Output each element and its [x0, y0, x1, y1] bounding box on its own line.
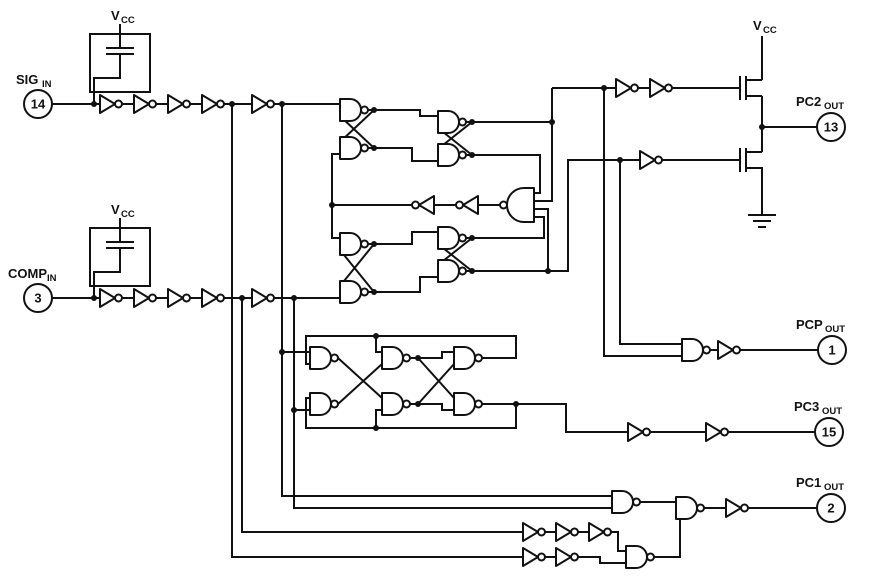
vertical-bus-wires: [231, 104, 612, 558]
vcc-label: V: [753, 18, 762, 33]
nand-gate: [339, 98, 369, 122]
labels: SIG IN COMP IN V CC V CC V CC PC2 OUT PC…: [8, 8, 845, 493]
nand-gate: [453, 392, 483, 416]
pin-circle: [23, 89, 53, 119]
nand-gate: [309, 392, 339, 416]
pin-pcp-out: 1: [817, 335, 847, 365]
pin-pc3-out: 15: [814, 417, 844, 447]
pin-number: 14: [31, 97, 46, 112]
pc1-out-label: PC1: [796, 475, 821, 490]
inverter: [99, 94, 123, 114]
reset-nand-and-inverters: [411, 187, 535, 223]
inverter: [167, 288, 191, 308]
inverter: [201, 288, 225, 308]
pin-circle: [816, 112, 846, 142]
pin-pc1-out: 2: [816, 493, 846, 523]
pin-sig-in: 14: [23, 89, 53, 119]
nand-gate: [339, 136, 369, 160]
nand-gate: [681, 338, 711, 362]
vcc-protection-box-sig: [89, 24, 151, 104]
nand-gate: [611, 490, 641, 514]
inverter: [725, 498, 749, 518]
pc3-out-label: PC3: [794, 399, 819, 414]
pin-circle: [814, 417, 844, 447]
output-driver-gates: [615, 78, 673, 170]
inverter: [705, 422, 729, 442]
inverter: [522, 547, 546, 567]
vcc-label: V: [111, 202, 120, 217]
vcc-label-sub: CC: [121, 209, 135, 220]
nand-gate: [339, 280, 369, 304]
latch-block-wires: [305, 335, 517, 429]
nand-gate-left: [506, 187, 535, 223]
pin-pc2-out: 13: [816, 112, 846, 142]
pc2-out-label-sub: OUT: [824, 101, 844, 112]
inverter: [201, 94, 225, 114]
sig-in-label-sub: IN: [42, 79, 52, 90]
pin-number: 15: [822, 425, 836, 440]
sig-in-label: SIG: [16, 72, 38, 87]
nand-gate: [625, 545, 655, 569]
pc2-out-label: PC2: [796, 94, 821, 109]
vcc-label-sub: CC: [121, 15, 135, 26]
pin-circle: [817, 335, 847, 365]
inverter: [522, 522, 546, 542]
nand-gate: [381, 346, 411, 370]
comp-in-label: COMP: [8, 266, 47, 281]
inverter: [555, 522, 579, 542]
pin-circle: [23, 283, 53, 313]
vcc-label-sub: CC: [763, 25, 777, 36]
pcp-gates: [681, 338, 741, 362]
inverter: [649, 78, 673, 98]
comp-in-label-sub: IN: [47, 273, 57, 284]
inverter: [717, 340, 741, 360]
pc3-out-label-sub: OUT: [822, 406, 842, 417]
inverter: [251, 94, 275, 114]
nand-gate: [339, 232, 369, 256]
flipflop-block-wires: [331, 87, 640, 293]
pin-circle: [816, 493, 846, 523]
invert-bubble: [499, 200, 508, 210]
pin-comp-in: 3: [23, 283, 53, 313]
inverter: [615, 78, 639, 98]
inverter-left: [411, 195, 435, 215]
pcp-out-label: PCP: [796, 317, 823, 332]
nand-gate: [675, 496, 705, 520]
junction-dots: [91, 85, 765, 431]
inverter: [251, 288, 275, 308]
vcc-protection-box-comp: [89, 218, 151, 298]
pc3-output-wires: [516, 403, 815, 433]
driver-and-pcp-tap-wires: [603, 87, 740, 357]
pin-number: 1: [828, 343, 835, 358]
pin-number: 2: [827, 501, 834, 516]
nand-gate: [453, 346, 483, 370]
inverter: [627, 422, 651, 442]
inverter-left: [455, 195, 479, 215]
vcc-label: V: [111, 8, 120, 23]
inverter: [639, 150, 663, 170]
inverter: [99, 288, 123, 308]
pc1-out-label-sub: OUT: [824, 482, 844, 493]
pin-number: 3: [34, 291, 41, 306]
bottom-inverter-rows: [522, 522, 612, 567]
pin-number: 13: [824, 120, 838, 135]
inverter: [588, 522, 612, 542]
inverter: [555, 547, 579, 567]
output-stage-wires: [739, 36, 817, 228]
inverter: [133, 94, 157, 114]
latch-nand-gates: [309, 346, 483, 416]
pcp-out-label-sub: OUT: [825, 324, 845, 335]
inverter: [133, 288, 157, 308]
nand-gate: [381, 392, 411, 416]
bottom-row-wires: [545, 531, 626, 564]
inverter: [167, 94, 191, 114]
nand-gate: [309, 346, 339, 370]
